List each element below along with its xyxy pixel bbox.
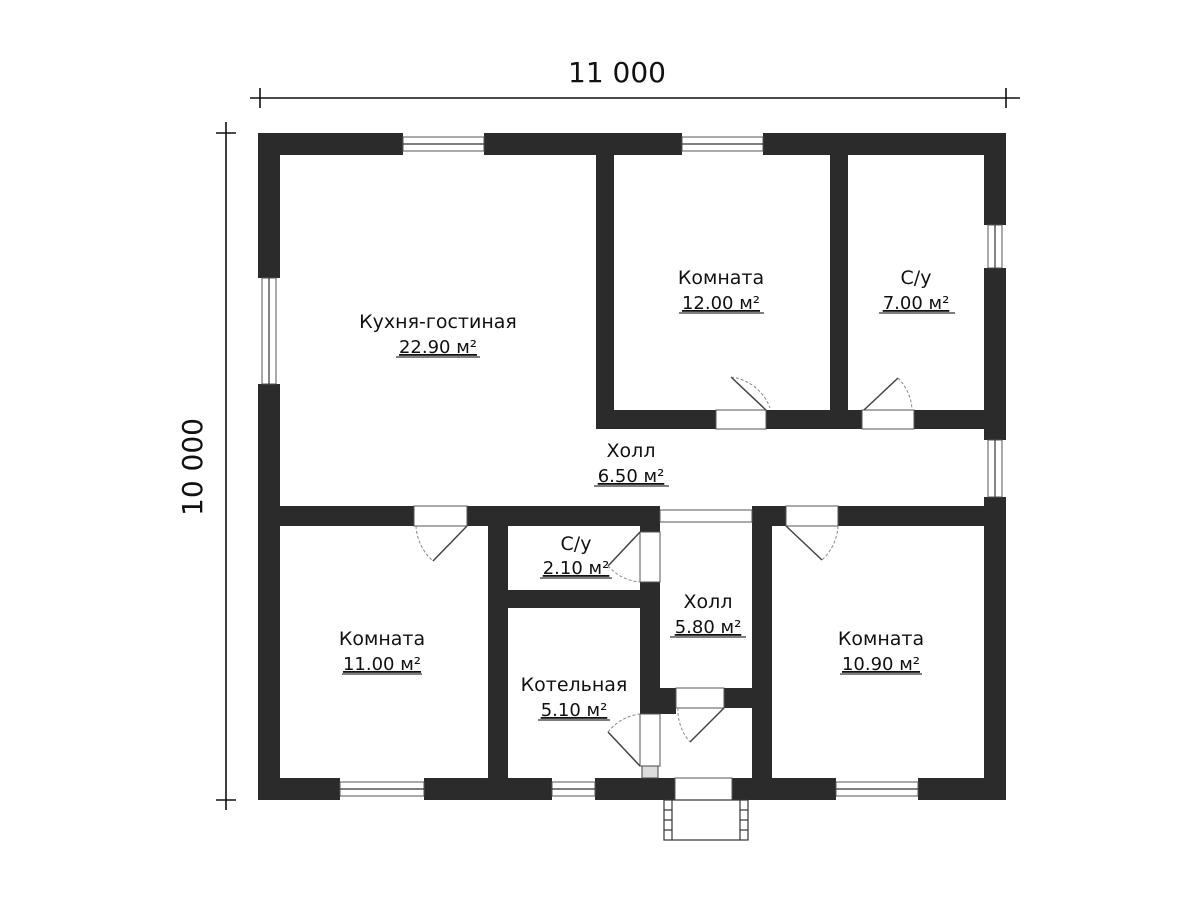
room-label-wc-top: С/у 7.00 м² [879, 267, 955, 314]
room-name: Комната [838, 628, 924, 650]
door-boiler [607, 713, 661, 779]
height-dimension: 10 000 [176, 122, 236, 810]
room-area: 5.80 м² [675, 617, 742, 638]
door-room-left [413, 505, 468, 562]
room-name: Котельная [521, 674, 628, 696]
room-area: 2.10 м² [543, 558, 610, 579]
windows [261, 136, 1003, 797]
door-room-right [785, 505, 839, 561]
room-label-boiler: Котельная 5.10 м² [521, 674, 628, 721]
room-area: 12.00 м² [682, 293, 760, 314]
room-name: С/у [901, 267, 932, 289]
room-label-hall-small: Холл 5.80 м² [670, 591, 746, 638]
window-hall-passage [659, 509, 753, 523]
room-area: 22.90 м² [399, 337, 477, 358]
width-label: 11 000 [568, 56, 666, 89]
height-label: 10 000 [176, 418, 209, 516]
room-name: Комната [339, 628, 425, 650]
room-label-room-right: Комната 10.90 м² [838, 628, 924, 675]
doors [413, 376, 915, 835]
room-label-room-top: Комната 12.00 м² [678, 267, 764, 314]
room-label-kitchen: Кухня-гостиная 22.90 м² [359, 311, 517, 358]
room-name: Холл [607, 440, 656, 462]
room-area: 11.00 м² [343, 654, 421, 675]
room-name: Комната [678, 267, 764, 289]
door-room-top [715, 376, 771, 430]
room-area: 10.90 м² [842, 654, 920, 675]
room-area: 6.50 м² [598, 466, 665, 487]
room-name: Кухня-гостиная [359, 311, 517, 333]
room-label-hall-main: Холл 6.50 м² [594, 440, 669, 487]
room-area: 7.00 м² [883, 293, 950, 314]
width-dimension: 11 000 [250, 56, 1020, 108]
door-wc-top [861, 377, 915, 430]
room-label-wc-small: С/у 2.10 м² [540, 533, 612, 579]
room-area: 5.10 м² [541, 700, 608, 721]
walls [258, 133, 1006, 800]
door-wc-small [607, 531, 661, 583]
door-hall-inner [675, 687, 725, 743]
room-name: Холл [684, 591, 733, 613]
room-label-room-left: Комната 11.00 м² [339, 628, 425, 675]
entrance-steps [663, 799, 749, 841]
room-name: С/у [561, 533, 592, 555]
